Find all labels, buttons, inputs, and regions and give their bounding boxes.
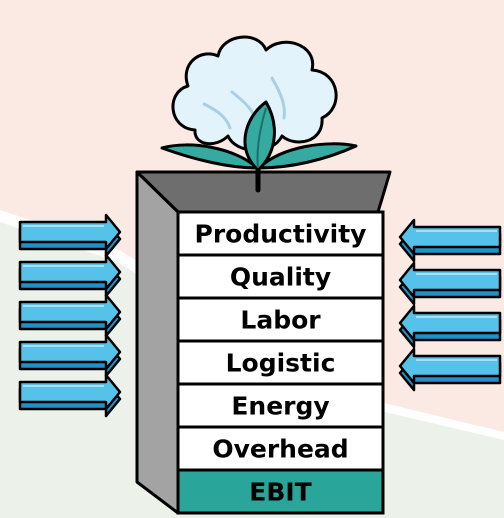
row-logistic-label: Logistic [226,349,336,378]
row-overhead-label: Overhead [212,435,348,464]
left-leaf [160,143,259,170]
right-arrows [398,218,502,392]
row-overhead: Overhead [176,425,385,472]
arrow-right-5-icon [18,373,122,418]
ebit-cell-label: EBIT [249,478,312,507]
row-quality: Quality [176,253,385,300]
arrow-right-2-icon [18,253,122,298]
box-cells: ProductivityQualityLaborLogisticEnergyOv… [176,210,385,515]
left-arrows [18,213,122,418]
row-logistic: Logistic [176,339,385,386]
row-energy: Energy [176,382,385,429]
box-top [135,170,392,214]
row-productivity-label: Productivity [195,220,367,249]
row-energy-label: Energy [231,392,329,421]
row-labor-label: Labor [240,306,321,335]
row-labor: Labor [176,296,385,343]
arrow-left-4-icon [398,347,502,392]
arrow-left-2-icon [398,261,502,306]
box-side [135,170,180,515]
arrow-right-4-icon [18,333,122,378]
arrow-right-3-icon [18,293,122,338]
row-productivity: Productivity [176,210,385,257]
cost-box: ProductivityQualityLaborLogisticEnergyOv… [135,170,392,515]
arrow-right-1-icon [18,213,122,258]
arrow-left-3-icon [398,304,502,349]
arrow-left-1-icon [398,218,502,263]
cotton-icon [160,35,358,193]
right-leaf [257,142,358,170]
row-quality-label: Quality [230,263,331,292]
ebit-cell: EBIT [176,468,385,515]
